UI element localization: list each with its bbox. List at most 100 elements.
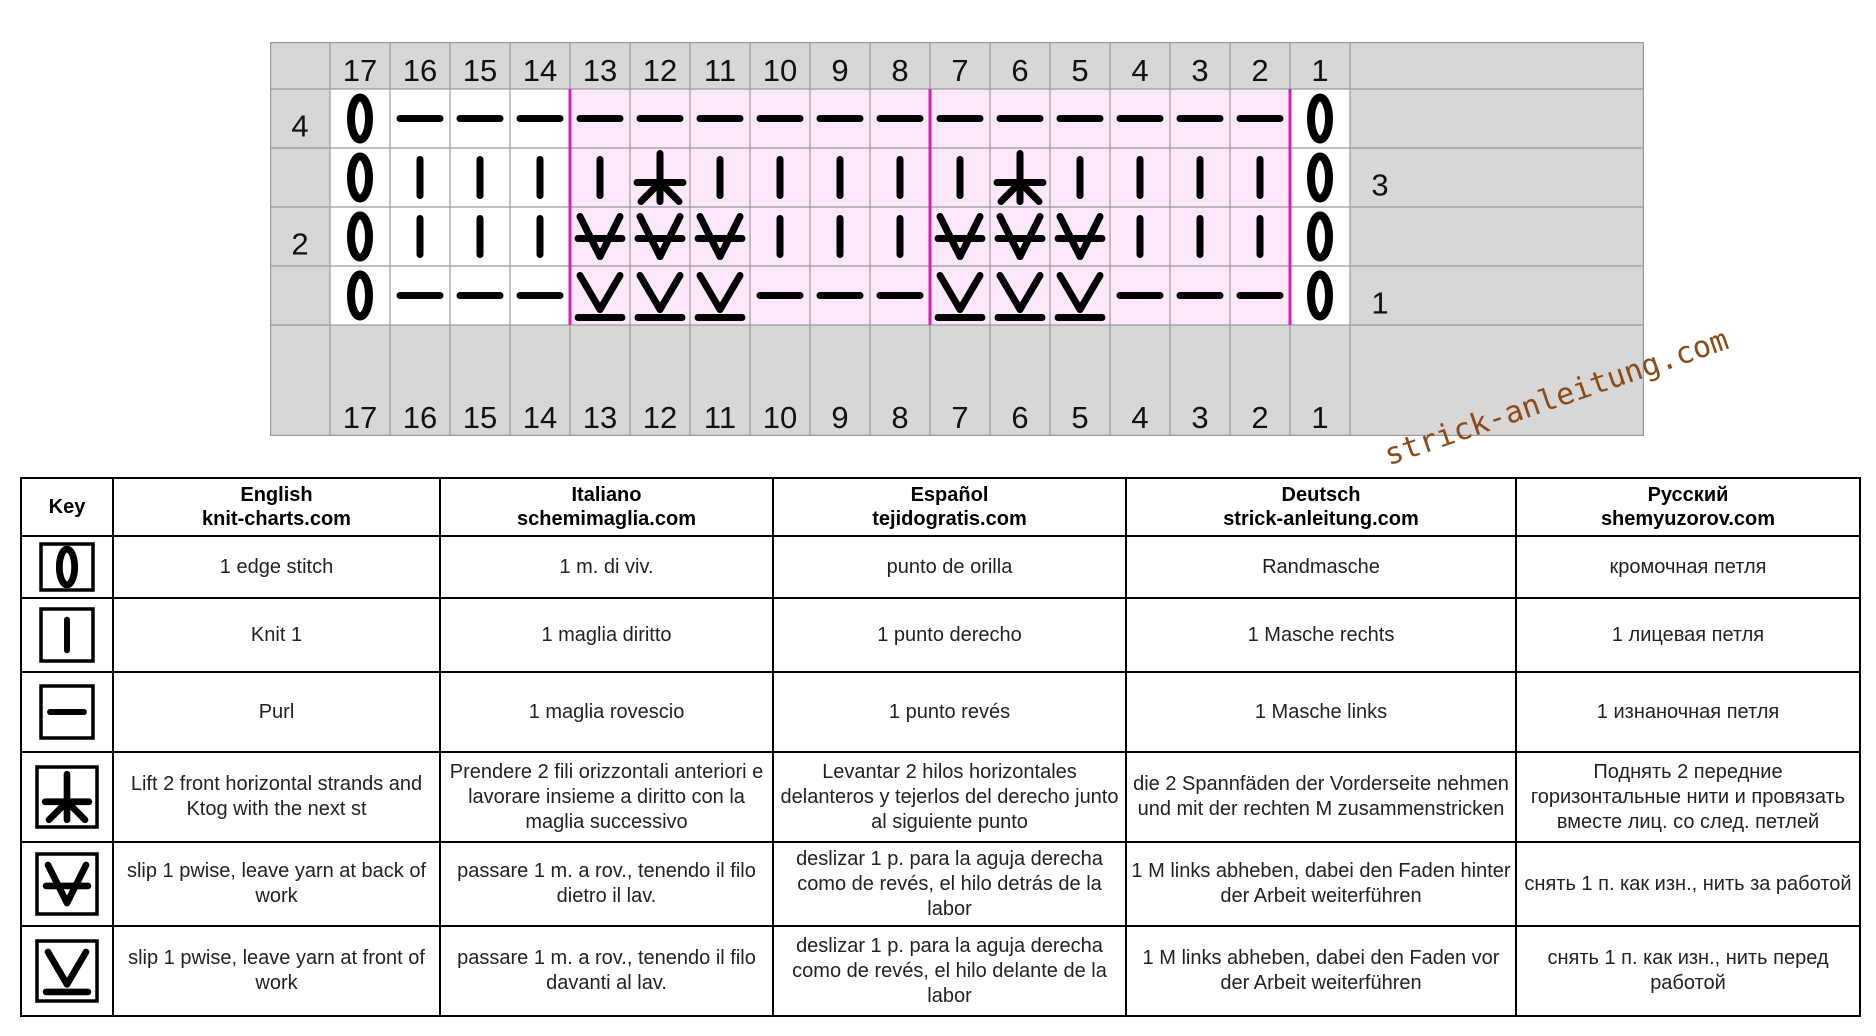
stitch-slipfront-icon: [574, 272, 626, 321]
legend-row-slip-front: slip 1 pwise, leave yarn at front of wor…: [20, 925, 1861, 1017]
column-number-top: 8: [891, 53, 908, 88]
row-label-left: 4: [291, 109, 308, 144]
stitch-slipfront-icon: [934, 272, 986, 321]
column-number-bottom: 1: [1311, 400, 1328, 435]
legend-en: slip 1 pwise, leave yarn at front of wor…: [112, 925, 441, 1017]
legend-it: 1 m. di viv.: [439, 535, 774, 599]
stitch-edge-icon: [347, 152, 373, 203]
stitch-lift2-icon: [633, 150, 687, 205]
column-number-top: 10: [763, 53, 797, 88]
column-number-bottom: 13: [583, 400, 617, 435]
legend-ru: снять 1 п. как изн., нить за работой: [1515, 841, 1861, 927]
stitch-edge-icon: [1307, 270, 1333, 321]
column-number-top: 12: [643, 53, 677, 88]
column-number-top: 6: [1011, 53, 1028, 88]
column-number-top: 15: [463, 53, 497, 88]
legend-en: slip 1 pwise, leave yarn at back of work: [112, 841, 441, 927]
legend-row-knit: Knit 1 1 maglia diritto 1 punto derecho …: [20, 597, 1861, 673]
column-number-bottom: 3: [1191, 400, 1208, 435]
legend-ru: Поднять 2 передние горизонтальные нити и…: [1515, 751, 1861, 843]
stitch-slipfront-icon: [1054, 272, 1106, 321]
legend-it: Prendere 2 fili orizzontali anteriori e …: [439, 751, 774, 843]
purl-icon: [39, 684, 95, 740]
legend-es: punto de orilla: [772, 535, 1127, 599]
slip-yarn-back-icon: [35, 852, 99, 916]
column-number-top: 13: [583, 53, 617, 88]
column-number-bottom: 7: [951, 400, 968, 435]
legend-en: Purl: [112, 671, 441, 753]
stitch-lift2-icon: [993, 150, 1047, 205]
column-number-bottom: 12: [643, 400, 677, 435]
column-number-bottom: 5: [1071, 400, 1088, 435]
legend-ru: кромочная петля: [1515, 535, 1861, 599]
row-label-left: 2: [291, 227, 308, 262]
legend-de: 1 Masche rechts: [1125, 597, 1517, 673]
column-number-bottom: 4: [1131, 400, 1148, 435]
legend-it: 1 maglia diritto: [439, 597, 774, 673]
lift-strands-icon: [35, 765, 99, 829]
row-label-right: 3: [1371, 168, 1388, 203]
legend-es: 1 punto derecho: [772, 597, 1127, 673]
column-number-top: 5: [1071, 53, 1088, 88]
legend-de: 1 M links abheben, dabei den Faden vor d…: [1125, 925, 1517, 1017]
legend-de: 1 Masche links: [1125, 671, 1517, 753]
column-number-top: 17: [343, 53, 377, 88]
legend-row-purl: Purl 1 maglia rovescio 1 punto revés 1 M…: [20, 671, 1861, 753]
row-label-right: 1: [1371, 286, 1388, 321]
legend-es: 1 punto revés: [772, 671, 1127, 753]
stitch-slipback-icon: [1054, 213, 1106, 260]
legend-it: 1 maglia rovescio: [439, 671, 774, 753]
legend-de: 1 M links abheben, dabei den Faden hinte…: [1125, 841, 1517, 927]
legend-it: passare 1 m. a rov., tenendo il filo die…: [439, 841, 774, 927]
stitch-edge-icon: [347, 211, 373, 262]
stitch-slipback-icon: [694, 213, 746, 260]
column-number-top: 2: [1251, 53, 1268, 88]
column-number-bottom: 11: [704, 400, 736, 435]
legend-row-lift: Lift 2 front horizontal strands and Ktog…: [20, 751, 1861, 843]
stitch-slipback-icon: [574, 213, 626, 260]
stitch-slipfront-icon: [634, 272, 686, 321]
column-number-bottom: 16: [403, 400, 437, 435]
column-number-bottom: 15: [463, 400, 497, 435]
header-key: Key: [20, 477, 114, 537]
column-number-top: 14: [523, 53, 557, 88]
legend-de: die 2 Spannfäden der Vorderseite nehmen …: [1125, 751, 1517, 843]
knit-icon: [39, 607, 95, 663]
stitch-edge-icon: [1307, 152, 1333, 203]
column-number-bottom: 9: [831, 400, 848, 435]
column-number-top: 9: [831, 53, 848, 88]
column-number-top: 16: [403, 53, 437, 88]
stitch-slipfront-icon: [994, 272, 1046, 321]
column-number-bottom: 14: [523, 400, 557, 435]
legend-row-edge: 1 edge stitch 1 m. di viv. punto de oril…: [20, 535, 1861, 599]
legend-en: Lift 2 front horizontal strands and Ktog…: [112, 751, 441, 843]
column-number-bottom: 10: [763, 400, 797, 435]
stitch-edge-icon: [1307, 211, 1333, 262]
legend-ru: 1 изнаночная петля: [1515, 671, 1861, 753]
column-number-top: 3: [1191, 53, 1208, 88]
column-number-bottom: 6: [1011, 400, 1028, 435]
column-number-top: 4: [1131, 53, 1148, 88]
column-number-top: 1: [1311, 53, 1328, 88]
stitch-slipback-icon: [634, 213, 686, 260]
chart-grid: 1717161615151414131312121111101099887766…: [270, 42, 1644, 436]
legend-en: 1 edge stitch: [112, 535, 441, 599]
legend-es: Levantar 2 hilos horizontales delanteros…: [772, 751, 1127, 843]
column-number-top: 7: [951, 53, 968, 88]
legend-row-slip-back: slip 1 pwise, leave yarn at back of work…: [20, 841, 1861, 927]
edge-stitch-icon: [39, 542, 95, 592]
stitch-edge-icon: [347, 93, 373, 144]
legend-es: deslizar 1 p. para la aguja derecha como…: [772, 841, 1127, 927]
legend-es: deslizar 1 p. para la aguja derecha como…: [772, 925, 1127, 1017]
stitch-slipfront-icon: [694, 272, 746, 321]
stitch-slipback-icon: [934, 213, 986, 260]
legend-en: Knit 1: [112, 597, 441, 673]
